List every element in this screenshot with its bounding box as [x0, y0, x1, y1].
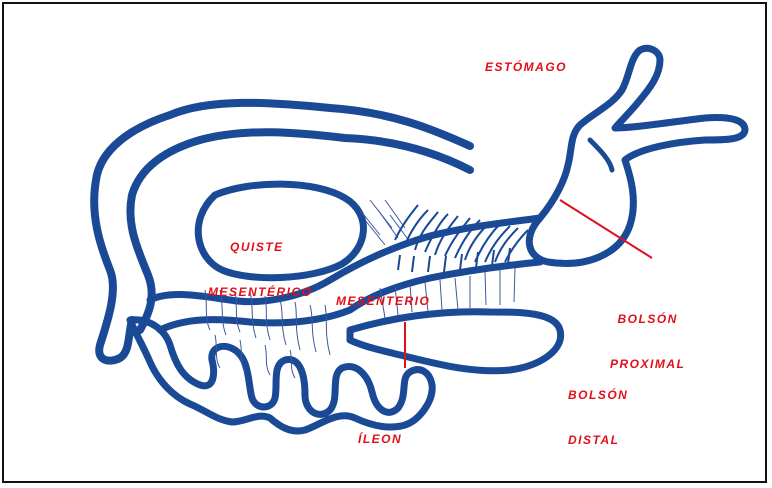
distal-pouch-outline	[350, 312, 561, 371]
stomach-label: ESTÓMAGO	[485, 60, 567, 75]
mesenteric-cyst-label-line-2: MESENTÉRICO	[208, 285, 348, 300]
distal-pouch-label-line-2: DISTAL	[568, 433, 628, 448]
mesentery-label: MESENTERIO	[336, 294, 430, 309]
distal-pouch-label: BOLSÓN DISTAL	[568, 358, 628, 478]
stomach-inner-fold	[590, 140, 612, 170]
proximal-cut-line	[560, 200, 652, 258]
mesenteric-cyst-label: QUISTE MESENTÉRICO	[208, 210, 348, 330]
distal-pouch-label-line-1: BOLSÓN	[568, 388, 628, 403]
ileum-label: ÍLEON	[358, 432, 402, 447]
stomach-outline	[529, 48, 745, 263]
ileum-coils	[130, 320, 432, 431]
mesenteric-cyst-label-line-1: QUISTE	[208, 240, 348, 255]
proximal-pouch-label-line-1: BOLSÓN	[610, 312, 685, 327]
